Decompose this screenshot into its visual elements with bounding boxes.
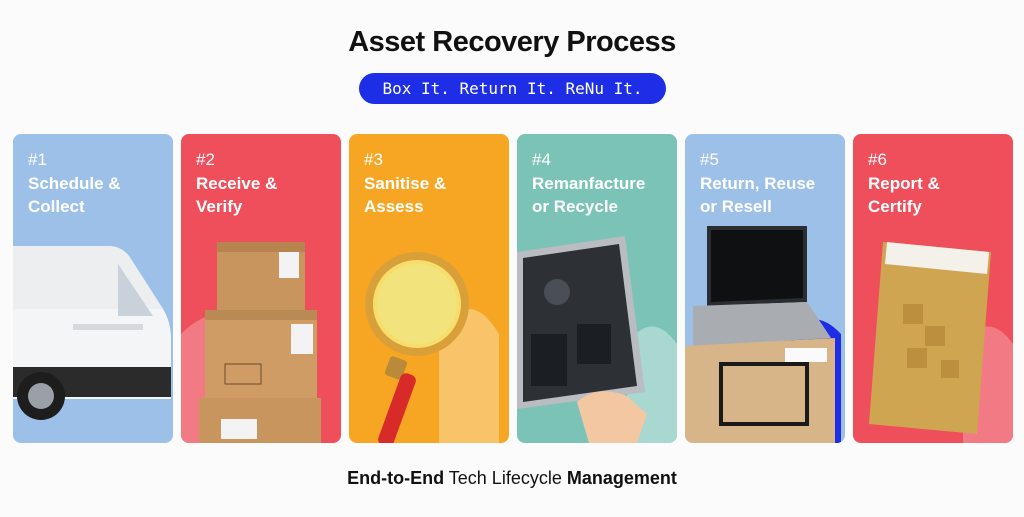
page-title: Asset Recovery Process bbox=[348, 26, 676, 58]
step-label: Report & Certify bbox=[868, 174, 940, 216]
laptop-in-box-icon bbox=[685, 226, 841, 443]
footer-bold-2: Management bbox=[566, 468, 677, 488]
step-label: Return, Reuse or Resell bbox=[700, 174, 816, 216]
open-laptop-internals-icon bbox=[517, 236, 677, 443]
step-card-6: #6 Report & Certify bbox=[853, 134, 1013, 443]
step-number: #4 bbox=[532, 150, 551, 169]
stacked-boxes-icon bbox=[181, 242, 321, 443]
step-number: #2 bbox=[196, 150, 215, 169]
step-card-2: #2 Receive & Verify bbox=[181, 134, 341, 443]
step-label: Sanitise & Assess bbox=[364, 174, 447, 216]
step-card-3: #3 Sanitise & Assess bbox=[349, 134, 509, 443]
tagline-badge: Box It. Return It. ReNu It. bbox=[359, 73, 666, 104]
step-number: #3 bbox=[364, 150, 383, 169]
step-label: Schedule & Collect bbox=[28, 174, 121, 216]
footer-regular: Tech Lifecycle bbox=[444, 468, 567, 488]
van-icon bbox=[13, 246, 171, 420]
step-number: #6 bbox=[868, 150, 887, 169]
step-card-5: #5 Return, Reuse or Resell bbox=[685, 134, 845, 443]
step-card-1: #1 Schedule & Collect bbox=[13, 134, 173, 443]
step-number: #1 bbox=[28, 150, 47, 169]
step-card-4: #4 Remanfacture or Recycle bbox=[517, 134, 677, 443]
magnifying-glass-icon bbox=[365, 252, 499, 443]
footer-tagline: End-to-End Tech Lifecycle Management bbox=[0, 468, 1024, 489]
step-label: Remanfacture or Recycle bbox=[532, 174, 646, 216]
step-label: Receive & Verify bbox=[196, 174, 278, 216]
envelope-icon bbox=[869, 242, 1013, 443]
step-number: #5 bbox=[700, 150, 719, 169]
footer-bold-1: End-to-End bbox=[347, 468, 445, 488]
